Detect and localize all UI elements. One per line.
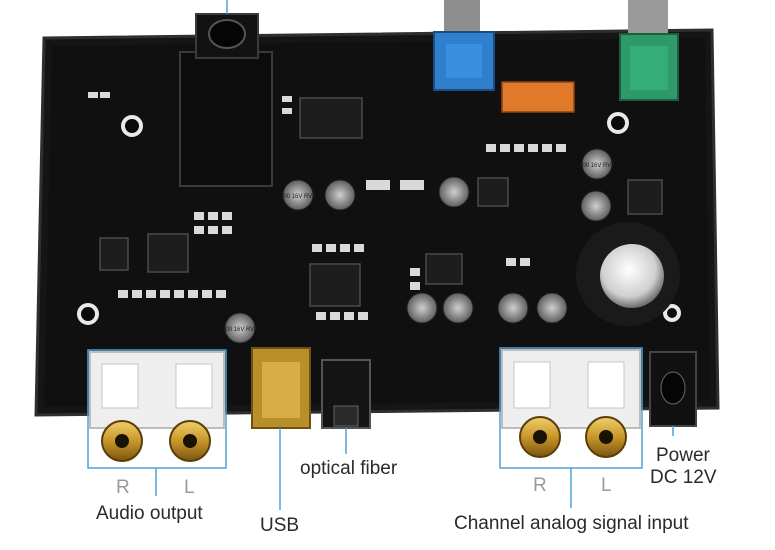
cap-marking-1: 100 16V RVT [280, 194, 316, 200]
usb-label: USB [260, 515, 300, 536]
mounting-holes [77, 112, 681, 325]
capacitors [224, 148, 613, 344]
audio-output-label: Audio output [96, 503, 203, 524]
blue-potentiometer [433, 0, 495, 91]
orange-relay [501, 81, 575, 113]
dc-power-jack [649, 351, 697, 427]
left-channel-r-label: R [116, 477, 130, 498]
optical-fiber-label: optical fiber [300, 458, 398, 479]
headphone-jack [179, 0, 273, 187]
power-label: Power [656, 445, 710, 466]
channel-analog-input-label: Channel analog signal input [454, 513, 689, 534]
left-channel-l-label: L [184, 477, 195, 498]
right-channel-r-label: R [533, 475, 547, 496]
usb-b-connector [251, 347, 311, 429]
cap-marking-2: 100 16V RVT [579, 163, 615, 169]
dc-voltage-label: DC 12V [650, 467, 717, 488]
callout-lines [87, 347, 674, 510]
right-channel-l-label: L [601, 475, 612, 496]
cap-markings: 100 16V RVT 100 16V RVT 100 16V RVT [222, 163, 615, 333]
smd-components [88, 92, 566, 320]
filter-capacitor [576, 222, 680, 326]
ic-chips [99, 97, 663, 307]
rca-output-block [89, 351, 225, 462]
green-potentiometer [619, 0, 679, 101]
rca-input-block [501, 349, 641, 458]
cap-marking-3: 100 16V RVT [222, 327, 258, 333]
optical-connector [321, 359, 371, 429]
